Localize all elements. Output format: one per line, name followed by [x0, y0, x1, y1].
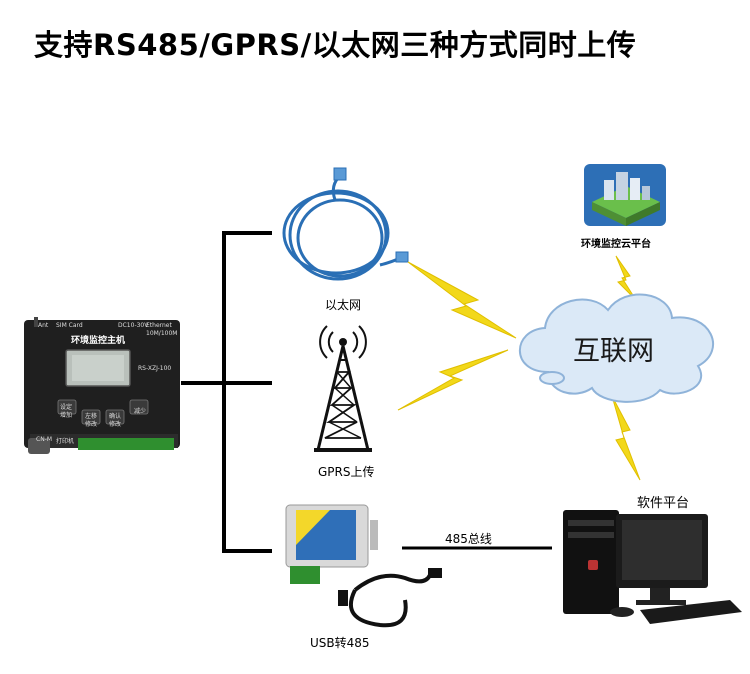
- cloud-platform-label: 环境监控云平台: [581, 239, 651, 250]
- internet-cloud-icon: [519, 293, 715, 403]
- device-port-ant: Ant: [38, 322, 49, 329]
- device-button-label: 修改: [85, 421, 98, 428]
- connector-bracket: [181, 231, 272, 553]
- page-title: 支持RS485/GPRS/以太网三种方式同时上传: [34, 28, 637, 62]
- device-button-label: 修改: [109, 421, 122, 428]
- internet-label: 互联网: [573, 336, 654, 367]
- software-platform-label: 软件平台: [637, 496, 690, 511]
- device-button-label: 减少: [134, 408, 147, 415]
- ethernet-cable-icon: [282, 167, 409, 281]
- device-port-power: DC10-30V: [118, 322, 149, 329]
- cloud-platform-icon: [584, 164, 666, 226]
- device-port-speed: 10M/100M: [146, 330, 178, 337]
- device-model: RS-XZJ-100: [138, 365, 172, 372]
- usb485-label: USB转485: [310, 636, 370, 650]
- desktop-computer-icon: [563, 510, 742, 624]
- bus485-label: 485总线: [445, 532, 492, 546]
- device-port-ethernet: Ethernet: [146, 322, 172, 329]
- gprs-label: GPRS上传: [318, 465, 375, 479]
- device-button-label: 确认: [109, 413, 122, 420]
- device-button-label: 左移: [85, 413, 98, 420]
- device-button-label: 设定: [60, 404, 73, 411]
- device-printer-label: 打印机: [56, 438, 75, 445]
- device-port-sim: SIM Card: [56, 322, 83, 329]
- ethernet-label: 以太网: [325, 298, 362, 312]
- device-button-label: 增加: [60, 412, 73, 419]
- device-name: 环境监控主机: [71, 336, 126, 346]
- controller-device: [24, 317, 180, 454]
- gprs-tower-icon: [314, 325, 372, 452]
- device-bottom-label: CN-M: [36, 436, 53, 443]
- usb485-converter-icon: [285, 504, 442, 628]
